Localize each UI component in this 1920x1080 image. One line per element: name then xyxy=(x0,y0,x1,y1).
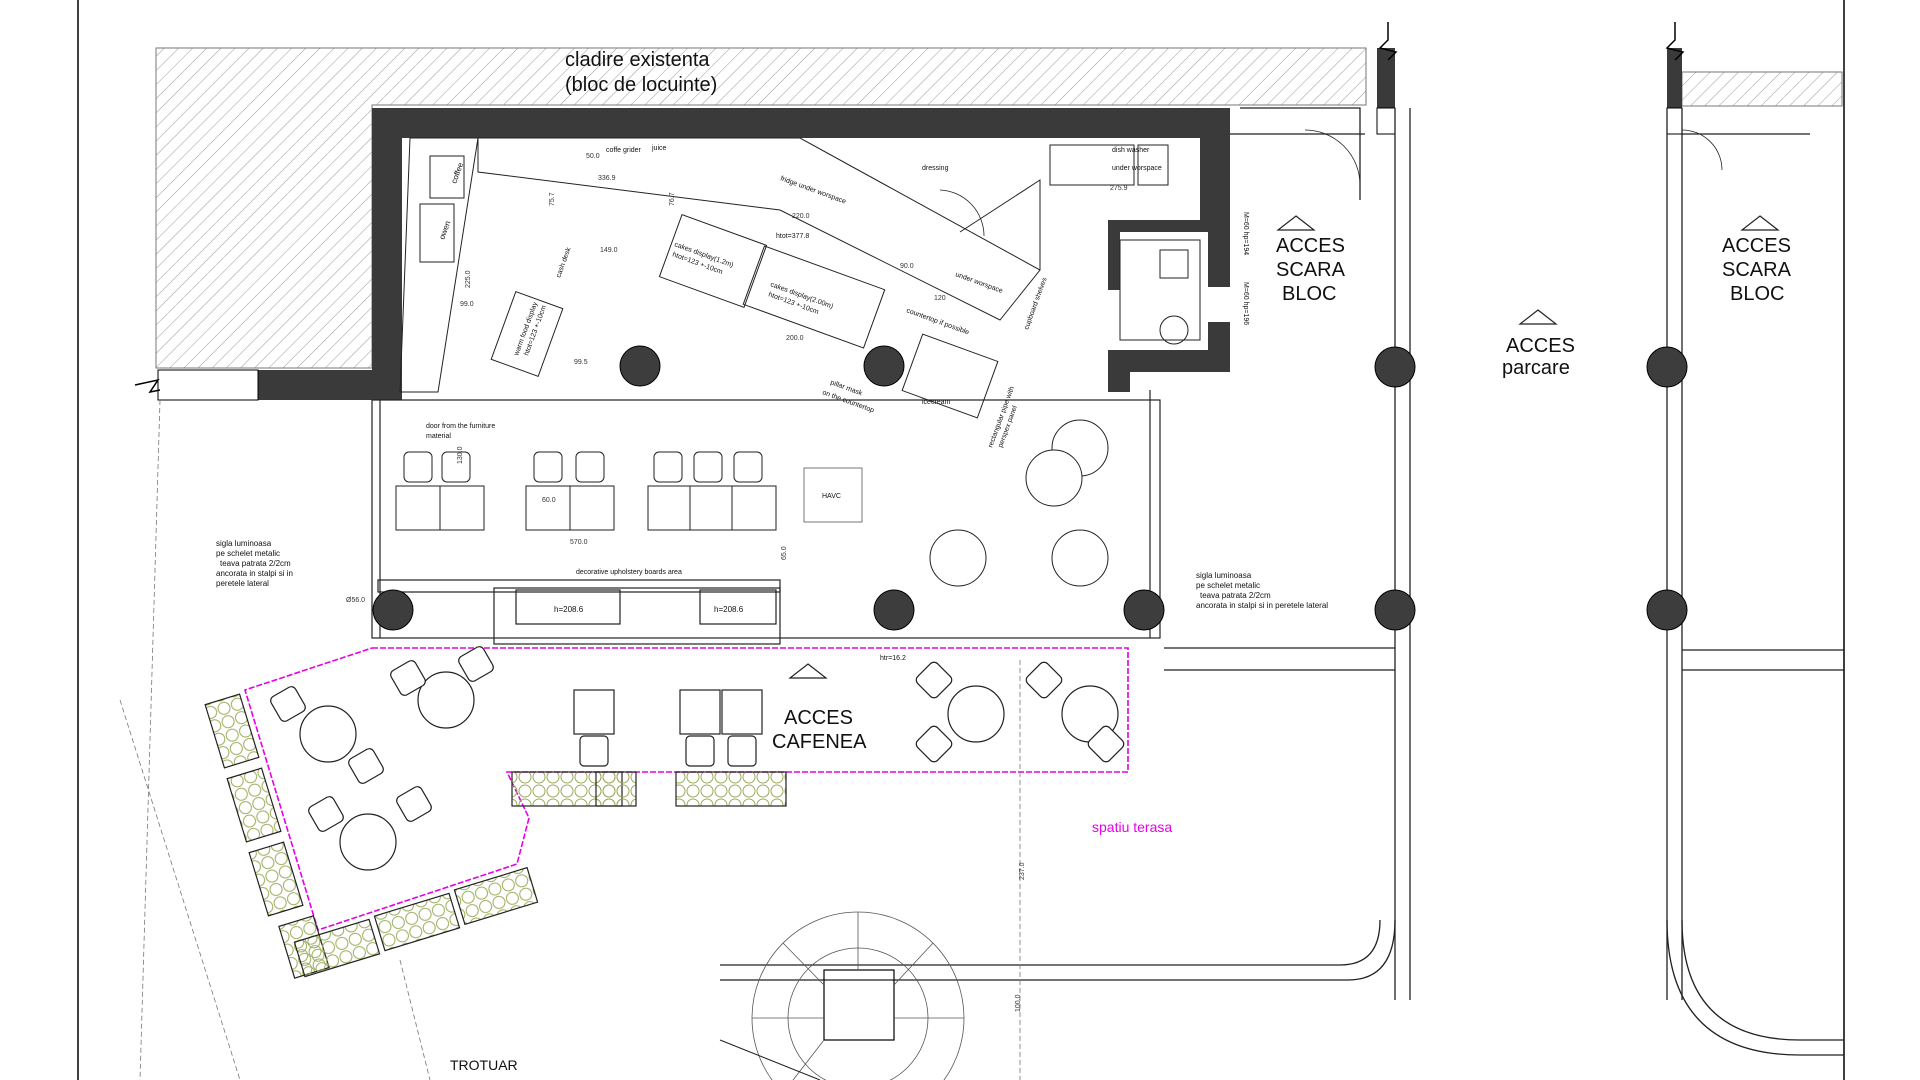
dim-237: 237.0 xyxy=(1019,862,1026,880)
acces-scara-left-3: BLOC xyxy=(1282,283,1336,305)
dim-650: 65.0 xyxy=(781,546,788,560)
juice-label: juice xyxy=(651,145,667,152)
door-furniture-2: material xyxy=(426,433,451,440)
dim-757: 75.7 xyxy=(549,192,556,206)
dim-560: Ø56.0 xyxy=(346,597,365,604)
existing-building-label-2: (bloc de locuinte) xyxy=(565,74,717,96)
pillar-mask-2: on the countertop xyxy=(821,389,875,414)
acces-cafenea-1: ACCES xyxy=(784,707,853,729)
trotuar-label: TROTUAR xyxy=(450,1057,518,1073)
interior-seating xyxy=(395,419,1109,587)
dim-149: 149.0 xyxy=(600,247,618,254)
acces-scara-right-1: ACCES xyxy=(1722,235,1791,257)
sign-right-3: teava patrata 2/2cm xyxy=(1200,591,1271,600)
sign-left-2: pe schelet metalic xyxy=(216,549,280,558)
h-left-label: h=208.6 xyxy=(554,605,584,614)
cash-label: cash desk xyxy=(555,246,573,278)
kitchen xyxy=(399,137,1201,419)
sign-left-4: ancorata in stalpi si in xyxy=(216,569,293,578)
sign-left-5: peretele lateral xyxy=(216,579,269,588)
havc-label: HAVC xyxy=(822,493,841,500)
acces-parcare-1: ACCES xyxy=(1506,335,1575,357)
owen-label: owen xyxy=(437,220,452,241)
dim-1300: 130.0 xyxy=(457,446,464,464)
dressing-label: dressing xyxy=(922,165,949,172)
fridge-label: fridge under worspace xyxy=(779,175,847,205)
walls xyxy=(158,48,1682,400)
terrace-outline xyxy=(244,647,1129,932)
dim-2000: 200.0 xyxy=(786,335,804,342)
dish-washer-label: dish washer xyxy=(1112,147,1150,154)
existing-building-label-1: cladire existenta xyxy=(565,49,710,71)
dim-900: 90.0 xyxy=(900,263,914,270)
dw-under-label: under worspace xyxy=(1112,165,1162,172)
acces-cafenea-2: CAFENEA xyxy=(772,731,867,753)
hp2-label: M=60 hp=196 xyxy=(1242,282,1249,325)
countertop-label: countertop if possible xyxy=(905,307,970,336)
decorative-label: decorative upholstery boards area xyxy=(576,569,682,576)
sign-left-3: teava patrata 2/2cm xyxy=(220,559,291,568)
dim-1000: 100.0 xyxy=(1015,994,1022,1012)
acces-scara-right-2: SCARA xyxy=(1722,259,1792,281)
htot-label: htot=377.8 xyxy=(776,233,809,240)
dim-570: 570.0 xyxy=(570,539,588,546)
dim-995: 99.5 xyxy=(574,359,588,366)
coffee-label: coffee xyxy=(449,161,465,185)
door-furniture-1: door from the furniture xyxy=(426,423,495,430)
coffe-grider-label: coffe grider xyxy=(606,147,642,154)
hp1-label: M=60 hp=194 xyxy=(1242,212,1249,255)
h-right-label: h=208.6 xyxy=(714,605,744,614)
dim-336: 336.9 xyxy=(598,175,616,182)
dim-767: 76.7 xyxy=(669,192,676,206)
existing-building xyxy=(155,47,1843,369)
terrace-seating xyxy=(270,646,1125,871)
spiral-stair xyxy=(751,911,965,1080)
sign-right-1: sigla luminoasa xyxy=(1196,571,1252,580)
dim-220: 220.0 xyxy=(792,213,810,220)
sign-left-1: sigla luminoasa xyxy=(216,539,272,548)
spatiu-terasa-label: spatiu terasa xyxy=(1092,819,1172,835)
dim-600: 60.0 xyxy=(542,497,556,504)
under-worspace-label: under worspace xyxy=(954,271,1003,295)
dim-2759: 275.9 xyxy=(1110,185,1128,192)
htr-label: htr=16.2 xyxy=(880,655,906,662)
dim-1200: 120 xyxy=(934,295,946,302)
cupboard-label: cupboard shelves xyxy=(1023,276,1049,330)
sign-right-4: ancorata in stalpi si in peretele latera… xyxy=(1196,601,1328,610)
dim-2250: 225.0 xyxy=(465,270,472,288)
acces-scara-left-2: SCARA xyxy=(1276,259,1346,281)
icecream-label: icecream xyxy=(922,399,951,406)
pillars xyxy=(372,345,1688,631)
planters xyxy=(204,693,787,979)
dim-99: 99.0 xyxy=(460,301,474,308)
dim-500: 50.0 xyxy=(586,153,600,160)
acces-parcare-2: parcare xyxy=(1502,357,1570,379)
acces-scara-right-3: BLOC xyxy=(1730,283,1784,305)
sign-right-2: pe schelet metalic xyxy=(1196,581,1260,590)
acces-scara-left-1: ACCES xyxy=(1276,235,1345,257)
